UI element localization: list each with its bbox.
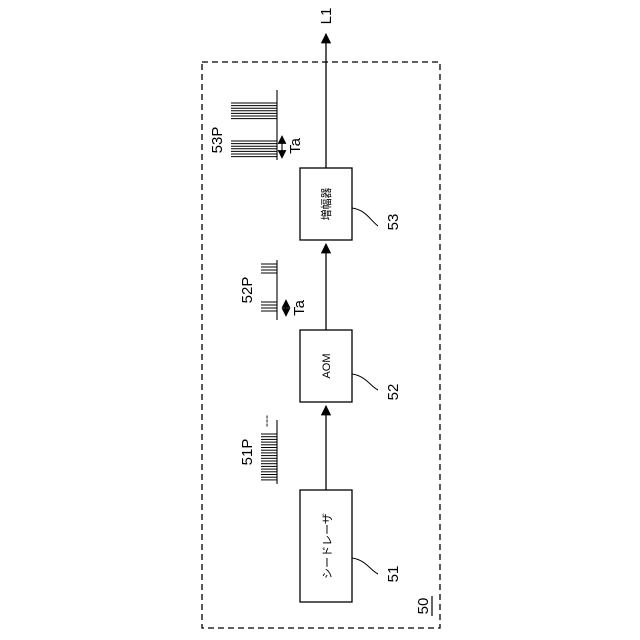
aom-block: AOM: [300, 330, 352, 402]
amplifier-label: 増幅器: [320, 188, 333, 221]
amplifier-leader: [352, 208, 378, 226]
amplifier-block: 増幅器: [300, 168, 352, 240]
ta-label-53p: Ta: [287, 137, 304, 154]
seed-laser-block: シードレーザ: [300, 490, 352, 602]
amplifier-ref: 53: [385, 214, 402, 231]
system-label: 50: [415, 598, 432, 615]
output-label: L1: [318, 8, 335, 25]
pulse-train-53p: Ta: [231, 90, 304, 160]
pulse-train-51p: ---: [259, 415, 277, 484]
pulse-train-52p: Ta: [261, 260, 308, 320]
pulse-train-53p-label: 53P: [209, 127, 226, 154]
pulse-train-52p-label: 52P: [239, 277, 256, 304]
ta-label-52p: Ta: [291, 299, 308, 316]
aom-ref: 52: [385, 384, 402, 401]
pulse-train-51p-label: 51P: [239, 439, 256, 466]
seed-laser-leader: [352, 558, 378, 574]
seed-laser-label: シードレーザ: [321, 513, 334, 579]
aom-leader: [352, 374, 378, 390]
seed-laser-ref: 51: [385, 566, 402, 583]
aom-label: AOM: [321, 353, 333, 378]
pulse-train-51p-continuation: ---: [259, 415, 273, 427]
